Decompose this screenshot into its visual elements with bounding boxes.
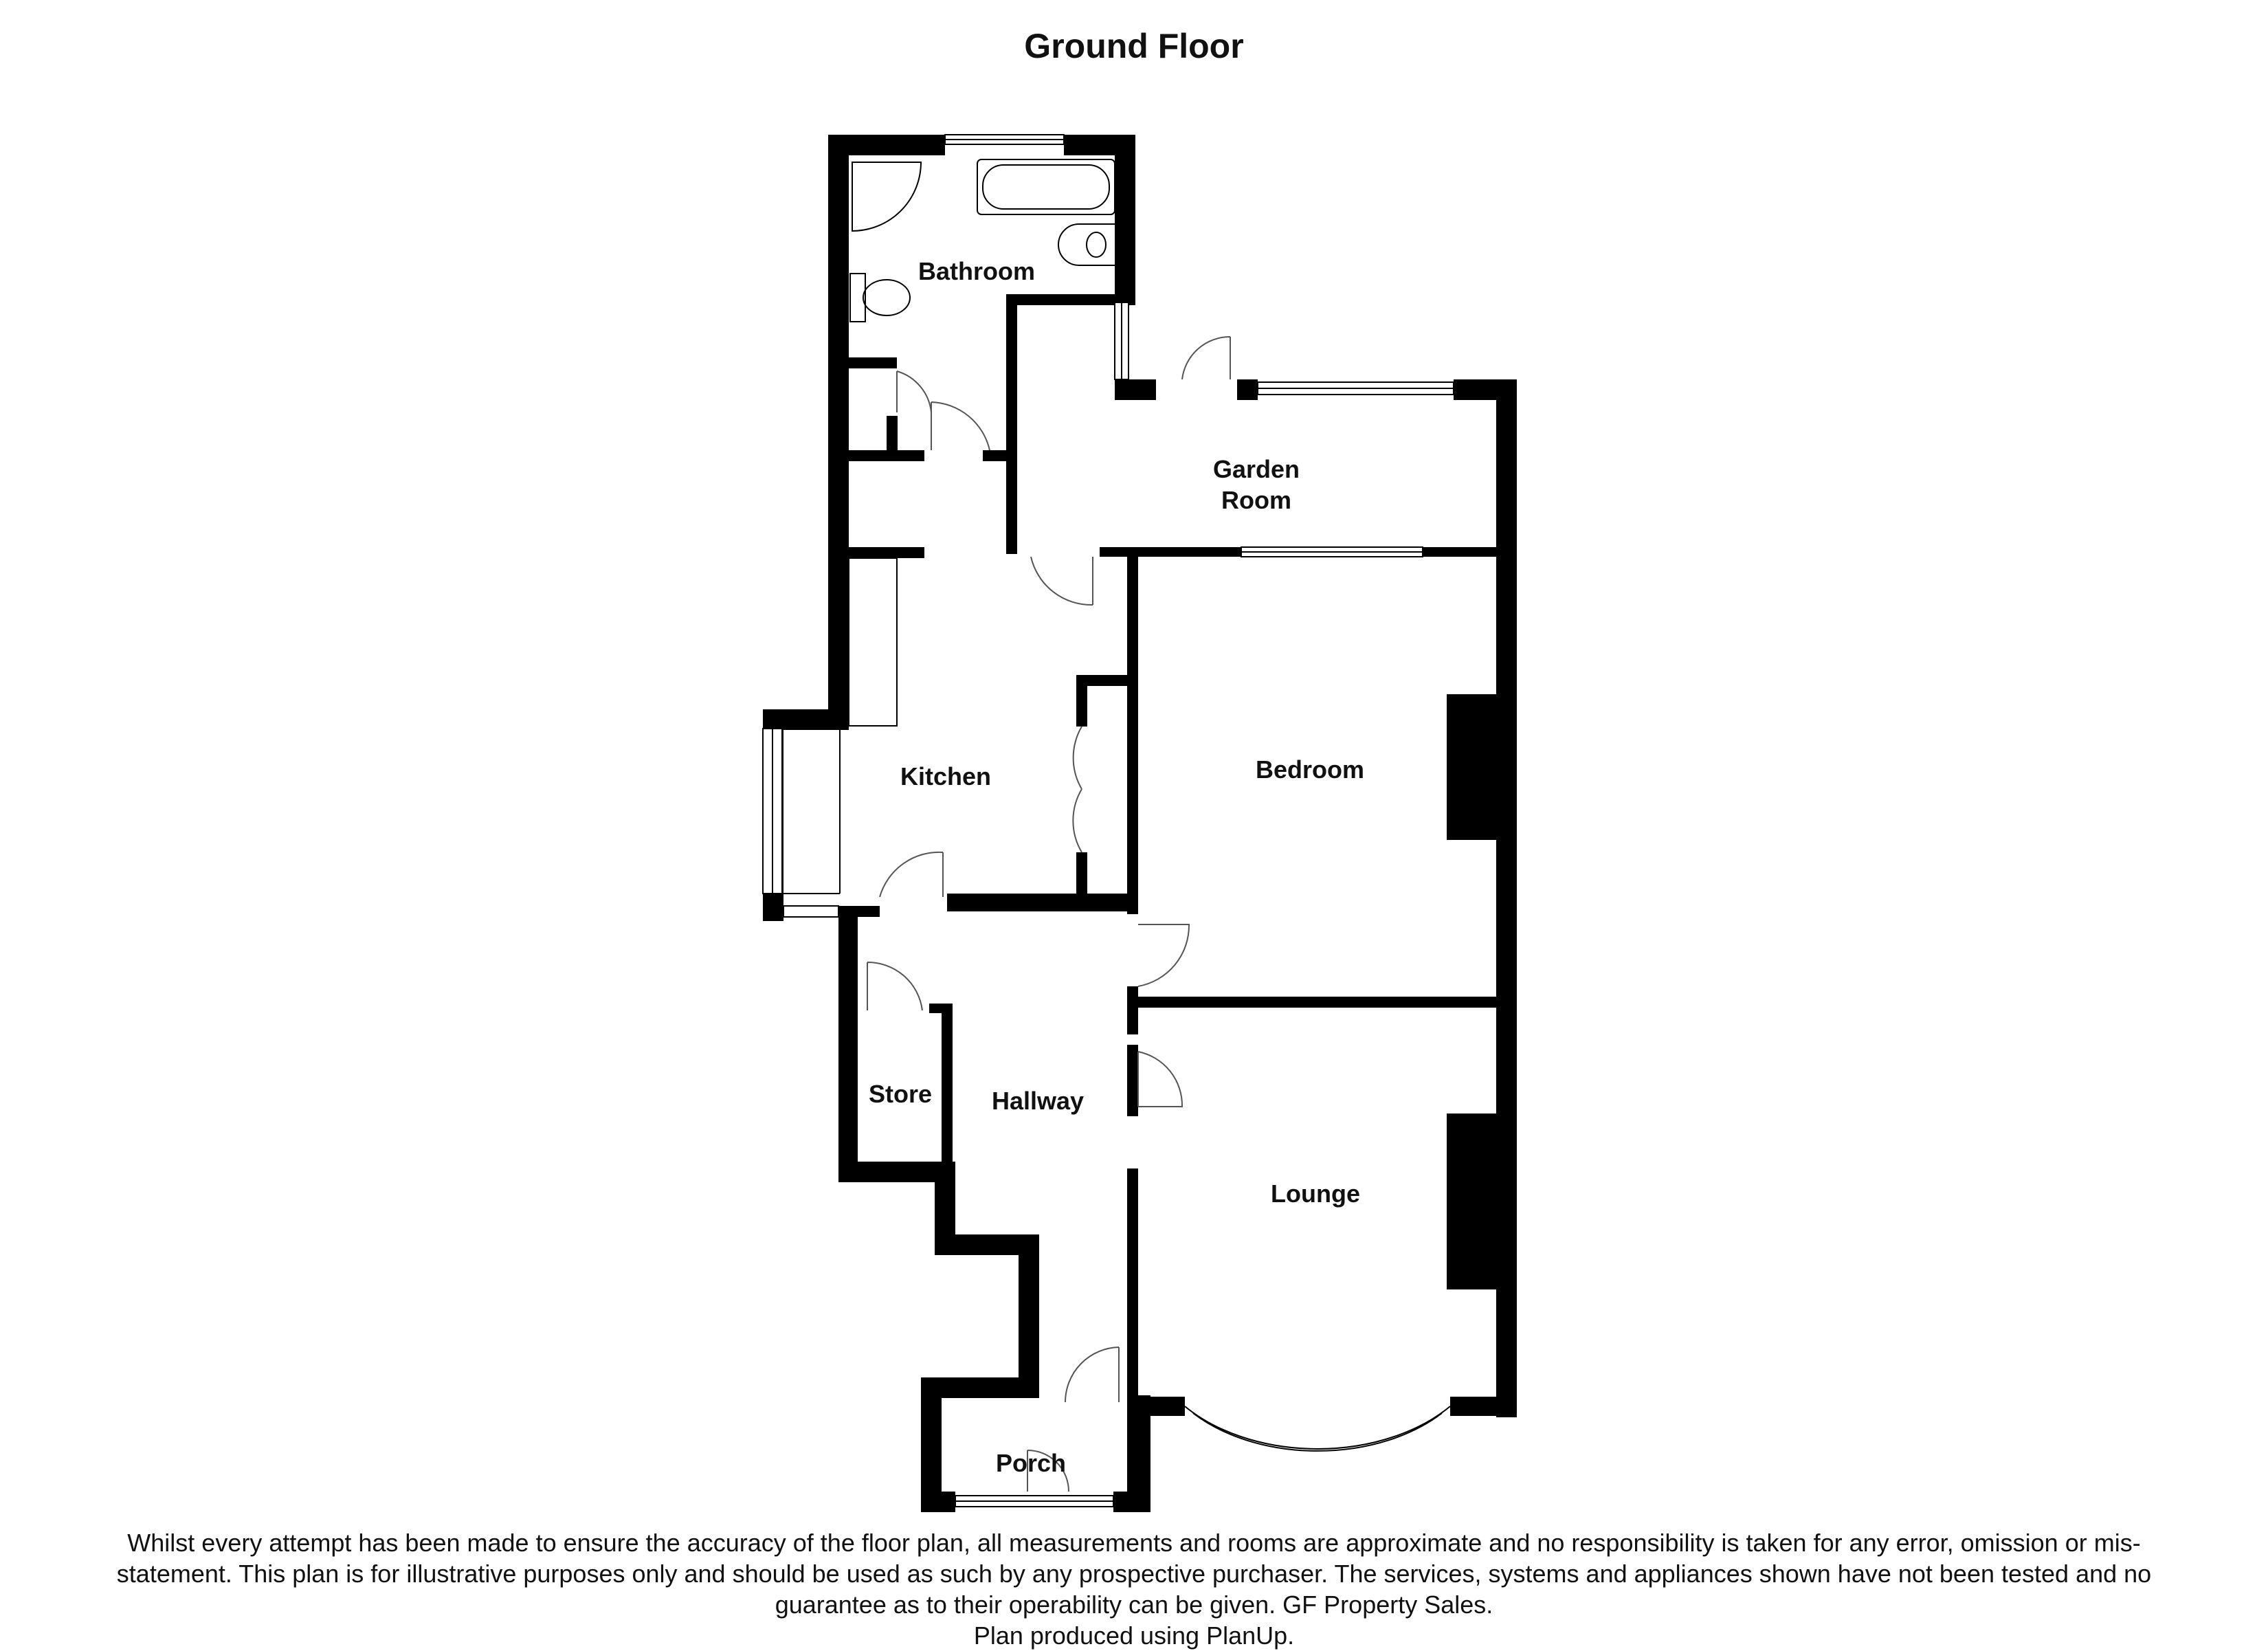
- garden-room-label-line2: Room: [1221, 486, 1291, 514]
- bedroom-window-top: [1241, 546, 1423, 557]
- disclaimer: Whilst every attempt has been made to en…: [41, 1527, 2227, 1651]
- bedroom-door-icon: [1137, 924, 1190, 987]
- disclaimer-line-2: statement. This plan is for illustrative…: [116, 1560, 2152, 1588]
- cupboard-doors-icon: [1072, 726, 1082, 853]
- kitchen-label: Kitchen: [900, 762, 991, 790]
- disclaimer-line-1: Whilst every attempt has been made to en…: [127, 1529, 2141, 1557]
- disclaimer-line-4: Plan produced using PlanUp.: [973, 1621, 1295, 1650]
- bedroom-label: Bedroom: [1256, 755, 1364, 784]
- bathroom-label: Bathroom: [918, 257, 1035, 285]
- disclaimer-line-3: guarantee as to their operability can be…: [775, 1591, 1493, 1619]
- porch-walls: [942, 1395, 1150, 1512]
- floor-title: Ground Floor: [1024, 27, 1244, 65]
- porch-window: [955, 1495, 1114, 1507]
- kitchen-walls: [763, 554, 1137, 921]
- hallway-walls: [838, 914, 1150, 1512]
- lounge-bay-window: [1184, 1406, 1451, 1452]
- hallway-label: Hallway: [992, 1087, 1084, 1115]
- kitchen-worktop: [848, 557, 898, 727]
- toilet-cistern-icon: [849, 273, 866, 322]
- lounge-walls: [1127, 997, 1517, 1416]
- lounge-label: Lounge: [1271, 1179, 1360, 1208]
- bedroom-walls: [1127, 550, 1496, 1034]
- bathroom-window: [944, 134, 1065, 145]
- front-door-icon: [1065, 1347, 1120, 1403]
- store-label: Store: [869, 1080, 932, 1108]
- kitchen-door-icon: [879, 851, 944, 898]
- shower-tray-icon: [852, 162, 922, 232]
- porch-door-icon: [1027, 1450, 1069, 1492]
- toilet-icon: [863, 279, 911, 316]
- garden-room-window-top: [1257, 381, 1454, 395]
- garden-room-walls: [849, 379, 1517, 1417]
- garden-room-door-icon: [1030, 556, 1093, 606]
- store-door-icon: [867, 961, 923, 1011]
- bathroom-fixtures: [849, 159, 1115, 322]
- basin-icon: [1058, 223, 1115, 266]
- kitchen-window: [762, 728, 841, 918]
- bathroom-door-icon: [931, 401, 990, 451]
- garden-door-icon: [1181, 335, 1231, 380]
- porch-label: Porch: [996, 1449, 1066, 1477]
- lounge-door-icon: [1137, 1051, 1183, 1107]
- bath-icon: [977, 159, 1115, 215]
- garden-room-label-line1: Garden: [1213, 455, 1300, 483]
- cupboard-door-icon: [896, 370, 932, 413]
- garden-room-window-side: [1114, 302, 1129, 380]
- bathroom-walls: [828, 135, 1135, 730]
